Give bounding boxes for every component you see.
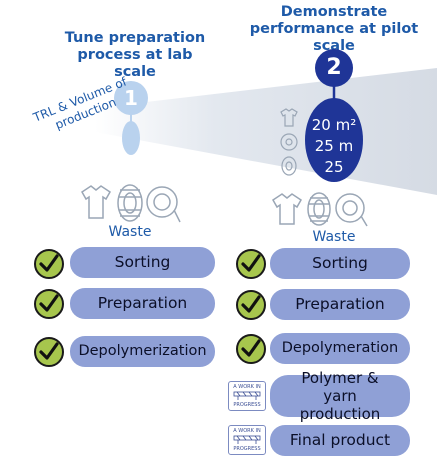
check-icon [236, 334, 266, 364]
step-depolymeration-stage-2: Depolymeration [270, 333, 410, 364]
step-polymer-yarn-production: Polymer & yarn production [270, 369, 410, 423]
step-sorting-stage-1: Sorting [70, 247, 215, 278]
check-icon [236, 290, 266, 320]
wip-sign-line2: PROGRESS [233, 402, 261, 408]
step-depolymerization-stage-1: Depolymerization [70, 336, 215, 367]
step-sorting-stage-2: Sorting [270, 248, 410, 279]
tshirt-icon [272, 193, 302, 225]
check-icon [34, 249, 64, 279]
step-final-product: Final product [270, 425, 410, 456]
waste-label-stage-2: Waste [312, 229, 356, 245]
wip-sign-line1: A WORK IN [233, 428, 261, 434]
tire-icon [117, 184, 143, 222]
tire-icon [281, 156, 297, 176]
stage-2-heading: Demonstrate performance at pilot scale [249, 4, 419, 54]
measure-length: 25 m [314, 137, 354, 155]
check-icon [34, 289, 64, 319]
stage-1-badge: 1 [114, 81, 148, 115]
wip-sign-line2: PROGRESS [233, 446, 261, 452]
step-polymer-yarn-production-label: Polymer & yarn production [299, 369, 381, 423]
wip-sign-line1: A WORK IN [233, 384, 261, 390]
measure-count: 25 [324, 158, 344, 176]
stage-1-volume-drop [122, 121, 140, 155]
tshirt-icon [280, 108, 298, 127]
check-icon [34, 337, 64, 367]
small-waste-icons [280, 108, 298, 176]
tire-icon [307, 192, 331, 226]
measure-area: 20 m² [311, 116, 357, 134]
waste-icons-stage-1 [81, 184, 181, 223]
tshirt-icon [81, 185, 111, 219]
check-icon [236, 249, 266, 279]
growth-funnel [95, 68, 437, 195]
funnel-wedge [95, 68, 437, 195]
tape-icon [280, 133, 298, 151]
tape-roll-icon [335, 193, 368, 227]
waste-icons-stage-2 [272, 192, 368, 227]
stage-2-badge: 2 [315, 49, 353, 87]
step-preparation-stage-2: Preparation [270, 289, 410, 320]
stage-1-heading: Tune preparation process at lab scale [64, 30, 206, 80]
tape-roll-icon [146, 186, 181, 223]
step-preparation-stage-1: Preparation [70, 288, 215, 319]
work-in-progress-sign-icon: A WORK IN PROGRESS [228, 425, 266, 455]
stage-2-volume-drop [305, 98, 363, 182]
work-in-progress-sign-icon: A WORK IN PROGRESS [228, 381, 266, 411]
waste-label-stage-1: Waste [108, 224, 152, 240]
